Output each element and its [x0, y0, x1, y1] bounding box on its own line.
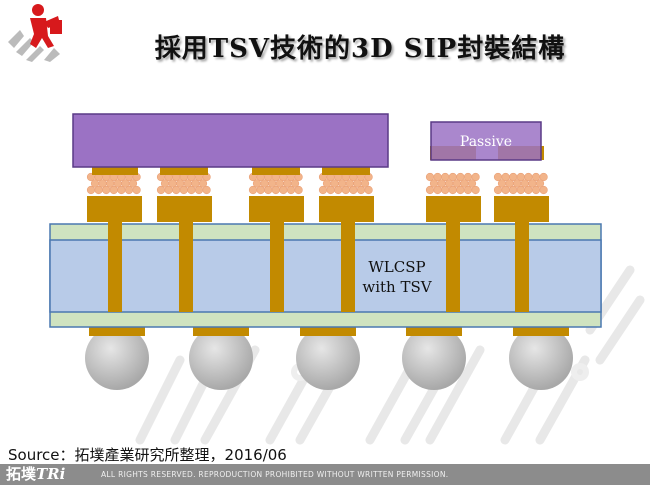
micro-bump: [441, 185, 450, 195]
micro-bump: [501, 185, 510, 195]
micro-bump: [456, 185, 465, 195]
micro-bump: [202, 185, 211, 195]
solder-ball: [509, 326, 573, 390]
micro-bump: [356, 185, 366, 195]
micro-bump: [164, 185, 173, 195]
micro-bump: [425, 185, 435, 195]
micro-bump: [187, 185, 196, 195]
micro-bump: [290, 179, 300, 188]
footer-brand-name: 拓墣: [6, 465, 37, 483]
micro-bump: [364, 185, 373, 195]
tri-logo: [4, 2, 66, 64]
micro-bump: [132, 185, 141, 195]
solder-balls: [85, 326, 573, 390]
micro-bump: [539, 172, 548, 182]
micro-bump: [531, 185, 541, 195]
micro-bump: [109, 185, 118, 195]
micro-bump: [471, 172, 480, 182]
tsv-vias: [108, 222, 529, 312]
micro-bump: [172, 185, 181, 195]
micro-bump: [117, 185, 126, 195]
micro-bump: [279, 185, 288, 195]
micro-bump: [448, 185, 457, 195]
micro-bump: [524, 185, 533, 195]
micro-bump: [286, 185, 296, 195]
footer-bar: 拓墣TRi ALL RIGHTS RESERVED. REPRODUCTION …: [0, 464, 650, 485]
wlcsp-substrate: [49, 223, 602, 328]
micro-bump: [433, 185, 442, 195]
micro-bump: [318, 185, 328, 195]
micro-bump: [360, 179, 370, 188]
micro-bump: [539, 185, 548, 195]
micro-bumps: [86, 172, 548, 195]
micro-bump: [271, 185, 280, 195]
micro-bump: [463, 185, 473, 195]
micro-bump: [86, 185, 96, 195]
footer-brand-tri: TRi: [36, 465, 66, 483]
page-title: 採用TSV技術的3D SIP封裝結構: [154, 34, 566, 64]
micro-bump: [467, 179, 477, 188]
footer-brand: 拓墣TRi: [6, 464, 65, 485]
footer-copyright: ALL RIGHTS RESERVED. REPRODUCTION PROHIB…: [101, 470, 449, 479]
top-pads: [87, 196, 549, 222]
micro-bump: [341, 185, 350, 195]
micro-bump: [294, 185, 303, 195]
micro-bump: [128, 179, 138, 188]
micro-bump: [94, 185, 103, 195]
bottom-pads: [89, 326, 569, 336]
solder-ball: [85, 326, 149, 390]
micro-bump: [535, 179, 545, 188]
main-die: [72, 113, 389, 168]
micro-bump: [248, 185, 258, 195]
micro-bump: [256, 185, 265, 195]
source-note: Source：拓墣產業研究所整理，2016/06: [8, 446, 287, 464]
micro-bump: [334, 185, 343, 195]
micro-bump: [194, 185, 204, 195]
solder-ball: [402, 326, 466, 390]
solder-ball: [296, 326, 360, 390]
micro-bump: [471, 185, 480, 195]
passive-label: Passive: [460, 134, 512, 150]
micro-bump: [264, 185, 273, 195]
micro-bump: [516, 185, 525, 195]
micro-bump: [493, 185, 503, 195]
micro-bump: [156, 185, 166, 195]
micro-bump: [179, 185, 188, 195]
micro-bump: [326, 185, 335, 195]
micro-bump: [102, 185, 111, 195]
wlcsp-label-sub: with TSV: [362, 278, 432, 296]
micro-bump: [198, 179, 208, 188]
micro-bump: [124, 185, 134, 195]
solder-ball: [189, 326, 253, 390]
micro-bump: [349, 185, 358, 195]
micro-bump: [509, 185, 518, 195]
passive-component: Passive: [430, 121, 542, 161]
wlcsp-label: WLCSP: [368, 258, 425, 276]
